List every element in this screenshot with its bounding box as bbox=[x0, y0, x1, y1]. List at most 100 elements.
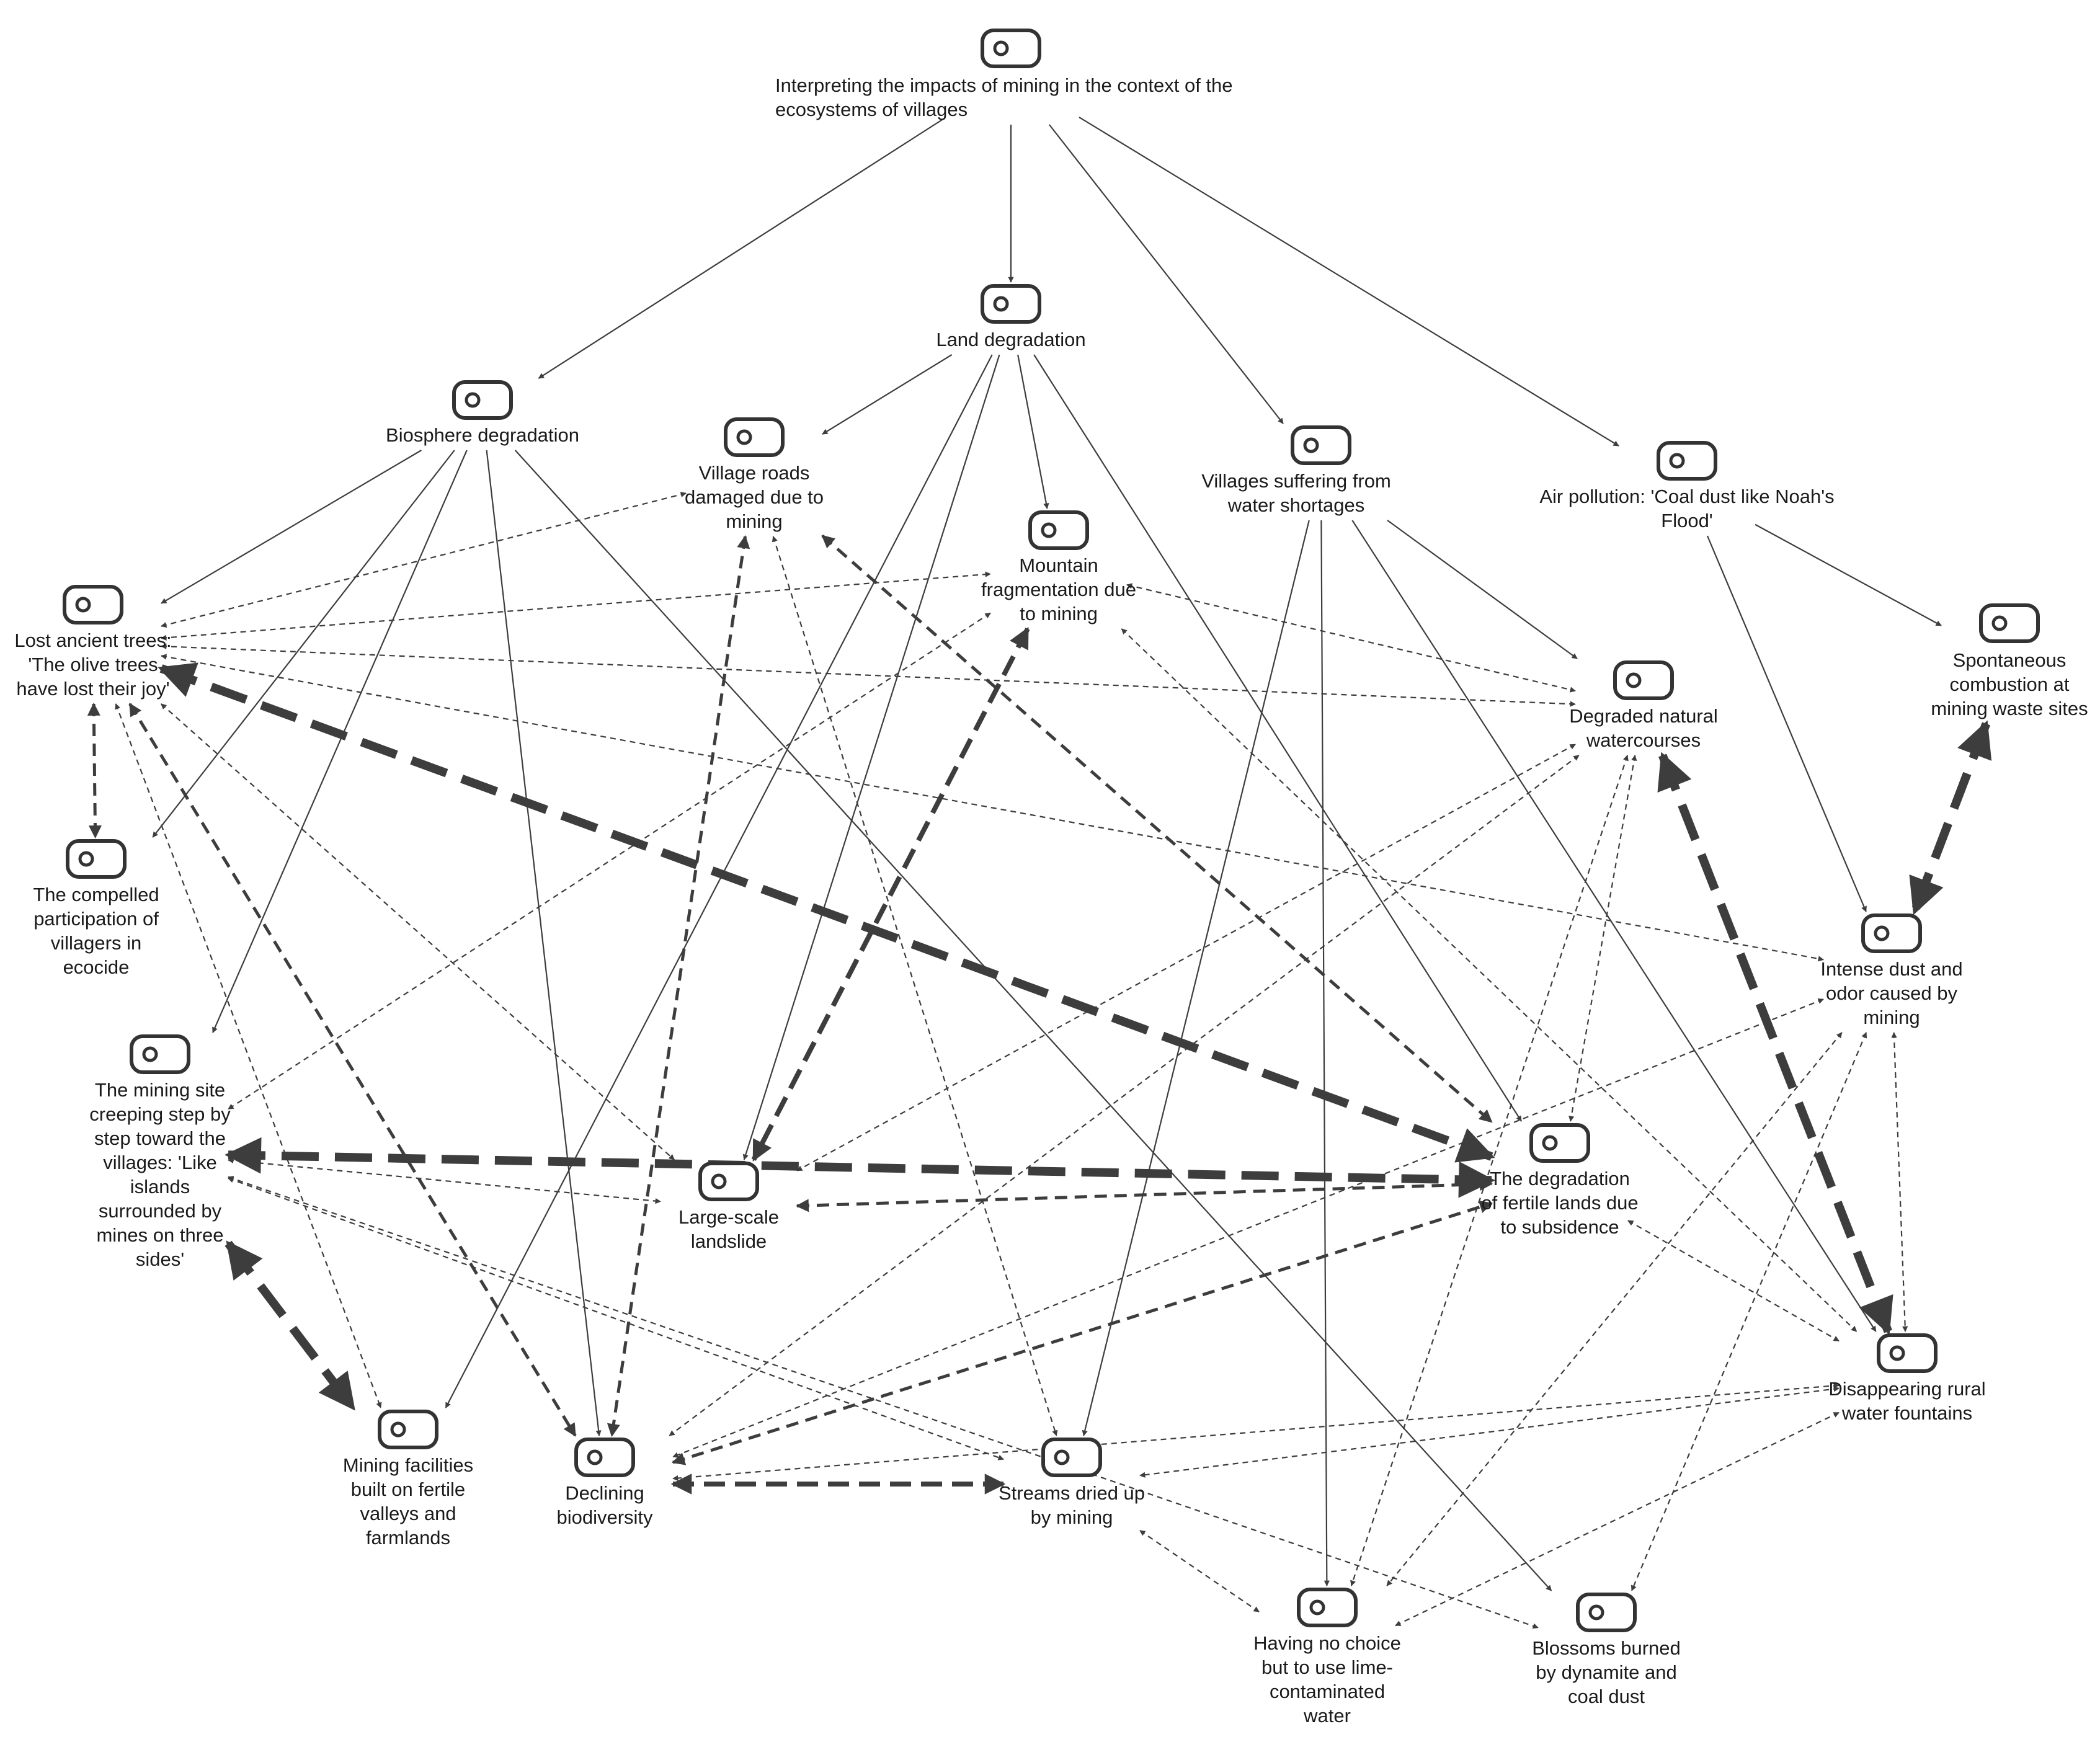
node-label-line: Mountain bbox=[1019, 554, 1098, 576]
node-label-line: villages: 'Like bbox=[103, 1152, 216, 1173]
node-label-line: odor caused by bbox=[1826, 982, 1957, 1004]
node-label-line: ecocide bbox=[63, 956, 130, 978]
node-label-line: Declining bbox=[565, 1482, 644, 1504]
node-label-line: to mining bbox=[1020, 603, 1098, 624]
edge-trees-to-biodiv bbox=[128, 703, 577, 1437]
code-node-icon bbox=[698, 1162, 759, 1201]
node-label-line: The compelled bbox=[33, 884, 159, 905]
code-node-icon bbox=[130, 1034, 190, 1074]
node-label-line: Having no choice bbox=[1253, 1632, 1401, 1654]
node-label-line: Land degradation bbox=[936, 329, 1085, 350]
node-mountain[interactable]: Mountain fragmentation due to mining bbox=[981, 510, 1136, 624]
node-label-line: villagers in bbox=[51, 932, 141, 954]
node-label-line: islands bbox=[130, 1176, 190, 1198]
node-label-line: by mining bbox=[1031, 1506, 1113, 1528]
edge-bio-to-compelled bbox=[152, 450, 455, 838]
code-node-icon bbox=[574, 1438, 635, 1477]
node-bio[interactable]: Biosphere degradation bbox=[386, 380, 579, 446]
node-label-line: biodiversity bbox=[556, 1506, 653, 1528]
edge-watercourse-to-fountains bbox=[1657, 752, 1893, 1335]
node-root[interactable]: Interpreting the impacts of mining in th… bbox=[775, 29, 1233, 120]
edges-layer bbox=[87, 117, 1992, 1629]
node-label: Biosphere degradation bbox=[386, 424, 579, 446]
code-node-icon bbox=[1877, 1333, 1938, 1373]
code-node-icon bbox=[1979, 603, 2040, 643]
edge-fountains-to-streams bbox=[1139, 1386, 1840, 1478]
node-label-line: of fertile lands due bbox=[1481, 1192, 1638, 1214]
node-label-line: Lost ancient trees: bbox=[14, 629, 171, 651]
edge-trees-to-compelled bbox=[87, 702, 102, 839]
code-node-icon bbox=[981, 284, 1041, 324]
node-label-line: landslide bbox=[691, 1230, 767, 1252]
node-label-line: creeping step by bbox=[89, 1103, 231, 1125]
node-label-line: water shortages bbox=[1227, 494, 1365, 516]
node-label-line: Villages suffering from bbox=[1201, 470, 1391, 492]
node-label-line: have lost their joy' bbox=[16, 678, 169, 700]
node-label-line: water bbox=[1303, 1705, 1351, 1727]
code-node-icon bbox=[1297, 1588, 1358, 1627]
code-node-icon bbox=[1576, 1593, 1637, 1632]
node-label-line: Blossoms burned bbox=[1532, 1637, 1681, 1659]
node-label-line: Streams dried up bbox=[999, 1482, 1145, 1504]
code-node-icon bbox=[452, 380, 513, 420]
edge-dust-to-fountains bbox=[1891, 1032, 1908, 1332]
node-label-line: surrounded by bbox=[99, 1200, 222, 1222]
edge-trees-to-landslide bbox=[161, 703, 675, 1160]
node-label-line: The mining site bbox=[95, 1079, 225, 1101]
node-label-line: mining waste sites bbox=[1931, 698, 2088, 719]
node-trees[interactable]: Lost ancient trees: 'The olive trees have … bbox=[14, 585, 172, 700]
node-label-line: mining bbox=[1863, 1007, 1920, 1028]
code-node-icon bbox=[1657, 441, 1717, 481]
node-label-line: fragmentation due bbox=[981, 579, 1136, 600]
code-node-icon bbox=[378, 1410, 438, 1449]
edge-air-to-dust bbox=[1706, 535, 1867, 912]
code-node-icon bbox=[66, 839, 127, 879]
node-label-line: The degradation bbox=[1490, 1168, 1630, 1189]
node-label-line: sides' bbox=[136, 1248, 184, 1270]
node-label-line: Village roads bbox=[699, 462, 810, 484]
edge-dust-to-lime bbox=[1386, 1032, 1843, 1586]
code-node-icon bbox=[724, 417, 785, 457]
node-label-line: Spontaneous bbox=[1953, 649, 2067, 671]
edge-roads-to-streams bbox=[772, 536, 1058, 1436]
edge-root-to-bio bbox=[538, 118, 943, 379]
node-label-line: water fountains bbox=[1841, 1402, 1972, 1424]
node-label-line: Large-scale bbox=[678, 1206, 779, 1228]
nodes-layer: Interpreting the impacts of mining in th… bbox=[14, 29, 2088, 1727]
edge-trees-to-watercourse bbox=[161, 643, 1576, 707]
edge-roads-to-biodiv bbox=[607, 535, 750, 1438]
node-land[interactable]: Land degradation bbox=[936, 284, 1086, 350]
node-label-line: to subsidence bbox=[1500, 1216, 1619, 1238]
edge-fertile-to-fountains bbox=[1627, 1220, 1840, 1342]
node-label-line: but to use lime- bbox=[1261, 1656, 1393, 1678]
node-label-line: 'The olive trees bbox=[28, 654, 158, 675]
edge-root-to-water bbox=[1048, 124, 1284, 424]
code-node-icon bbox=[1041, 1438, 1102, 1477]
node-label-line: ecosystems of villages bbox=[775, 99, 968, 120]
